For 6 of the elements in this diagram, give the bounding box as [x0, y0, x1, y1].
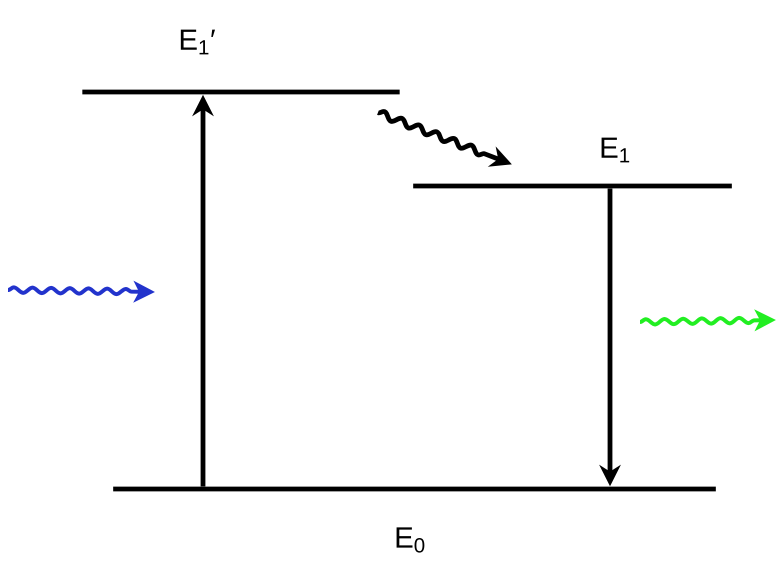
level-label: E$_{1}$ [602, 138, 630, 162]
level-label: E$_{1}$′ [180, 30, 216, 54]
energy-level [82, 90, 400, 94]
energy-level [113, 486, 716, 492]
energy-level [413, 184, 732, 188]
level-label: E$_{0}$ [396, 527, 424, 553]
